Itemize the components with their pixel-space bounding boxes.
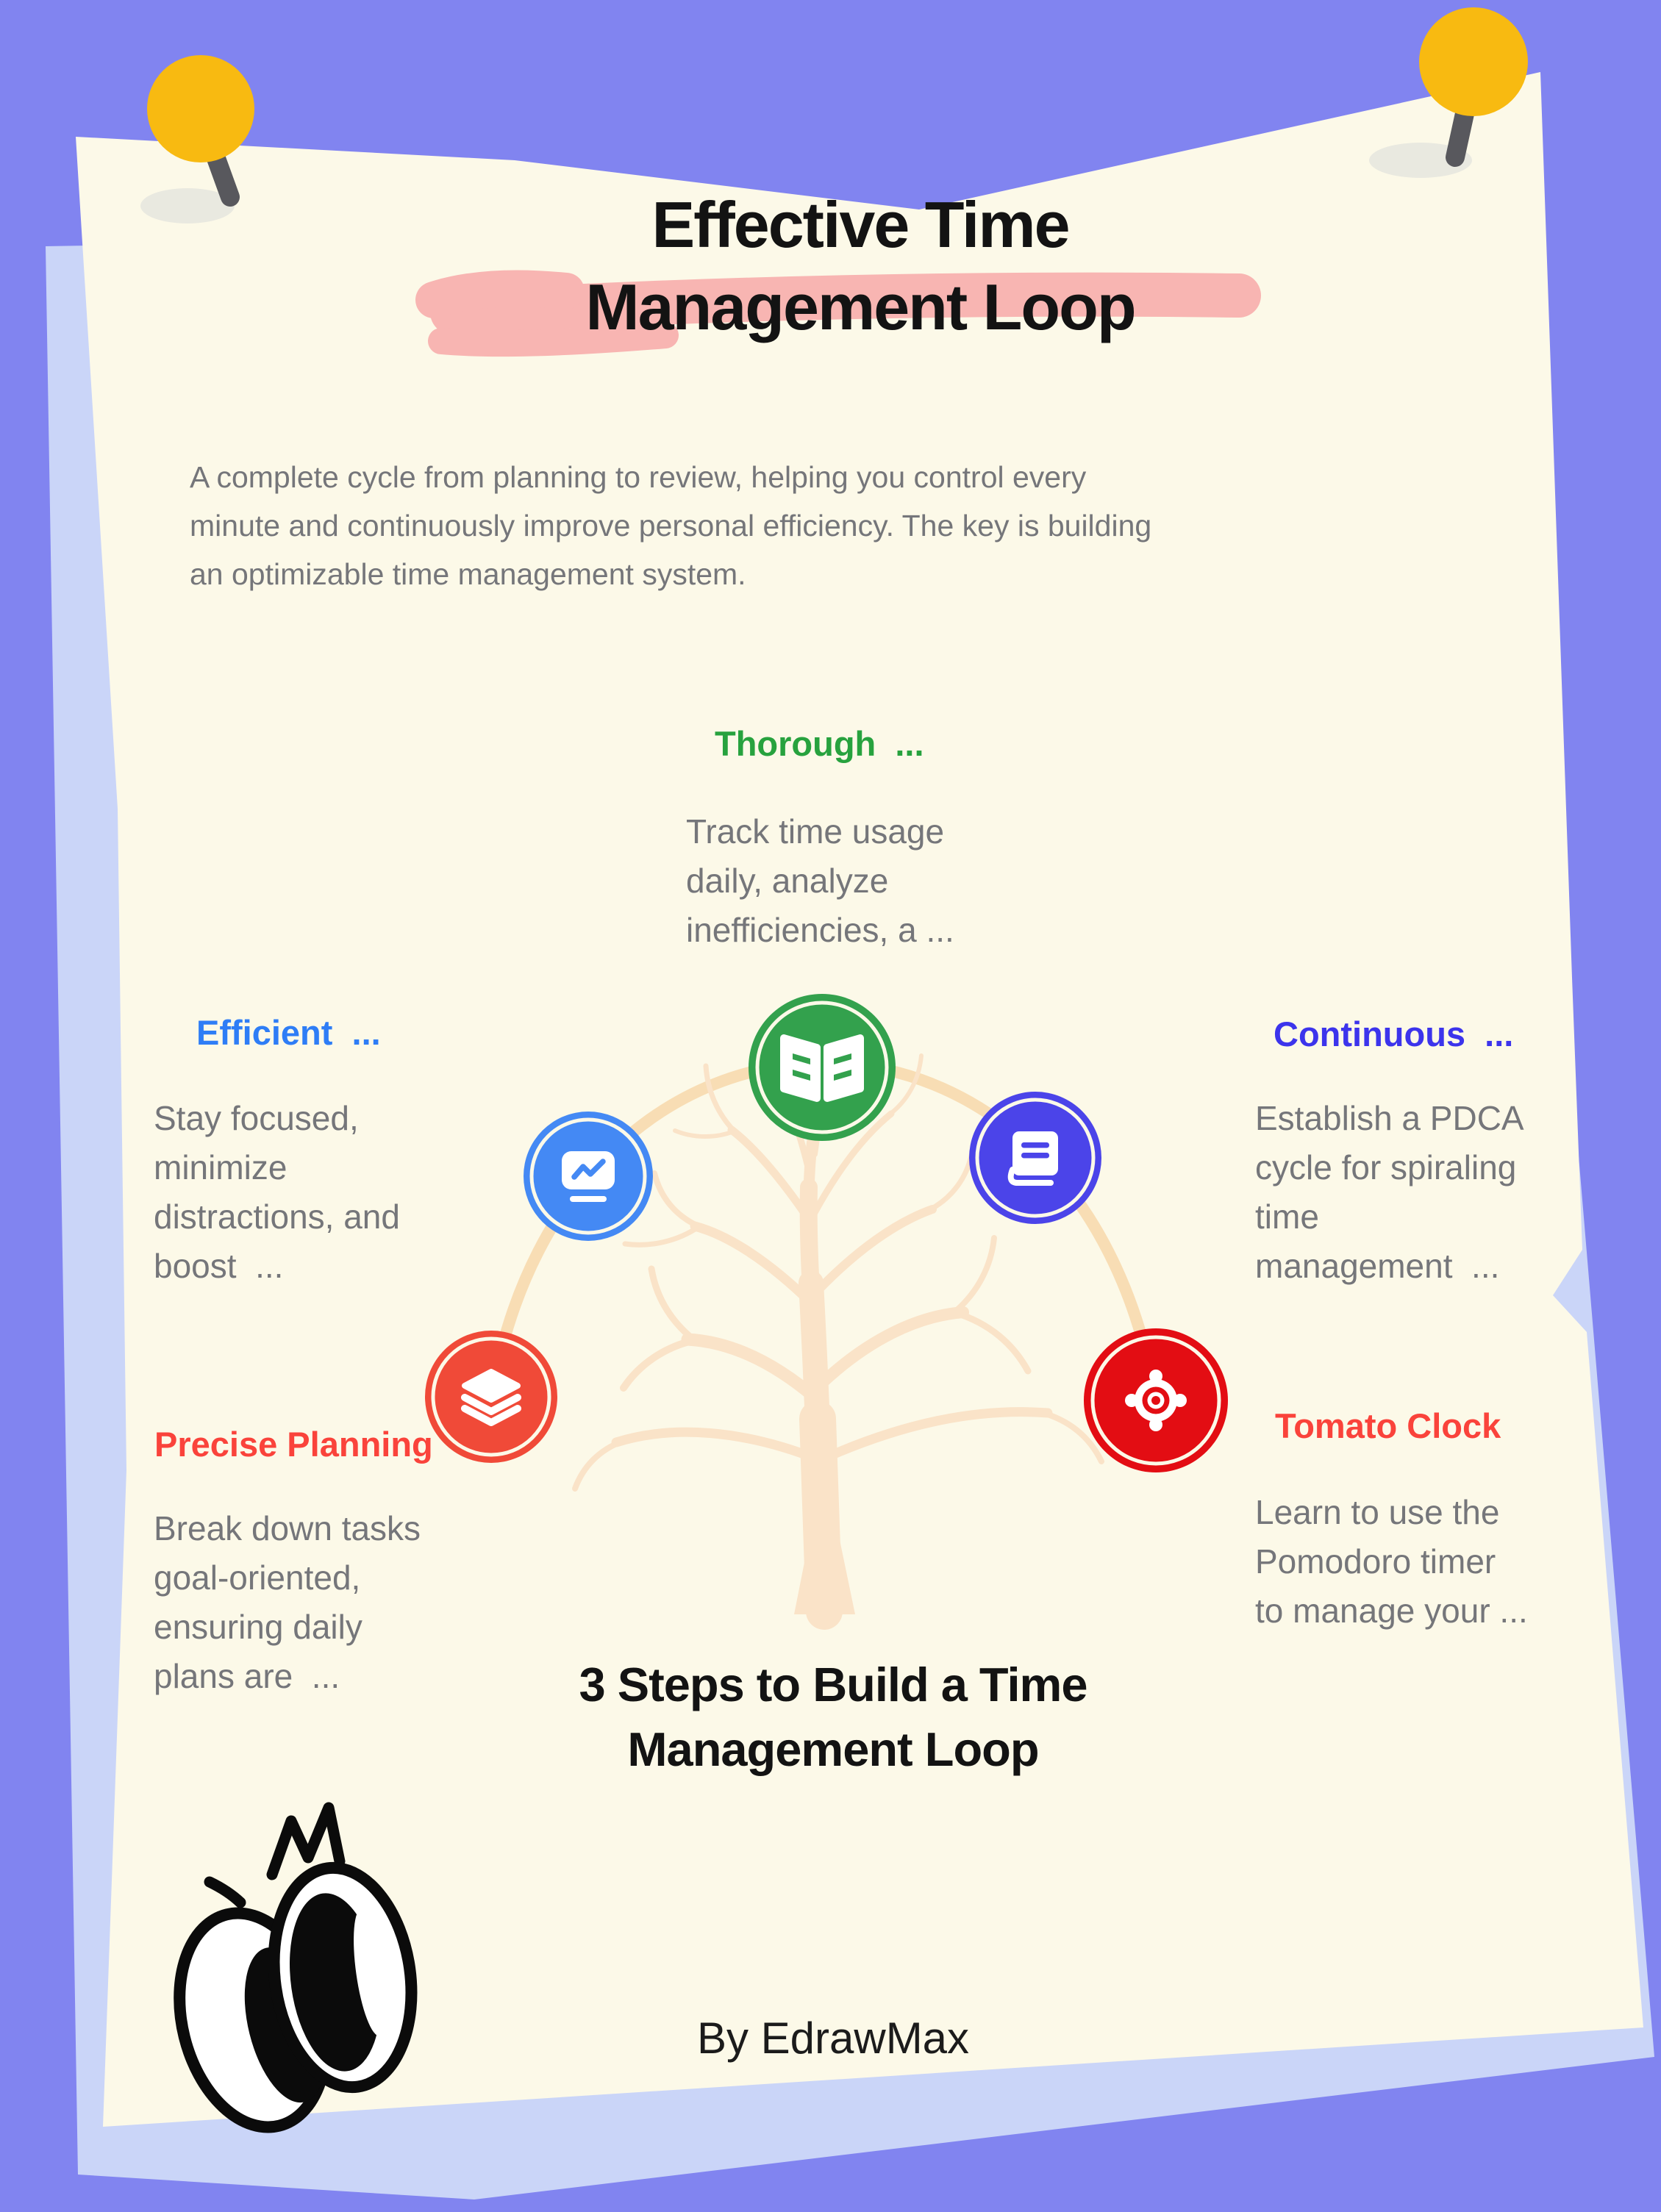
right-eye bbox=[268, 1861, 418, 2094]
node-description-efficient: Stay focused, minimize distractions, and… bbox=[154, 1099, 400, 1285]
node-ring bbox=[975, 1098, 1096, 1218]
eyebrow-dash bbox=[204, 1876, 246, 1908]
intro-paragraph: A complete cycle from planning to review… bbox=[190, 460, 1152, 591]
layers-icon bbox=[461, 1369, 521, 1426]
pin-head bbox=[1419, 7, 1528, 116]
node-ring bbox=[431, 1336, 551, 1457]
zigzag-eyebrow bbox=[266, 1802, 346, 1880]
node-ring bbox=[755, 1001, 889, 1134]
node-label-precise-planning: Precise Planning bbox=[154, 1425, 433, 1464]
node-circle-thorough bbox=[749, 994, 896, 1141]
node-disc bbox=[749, 994, 896, 1141]
target-icon bbox=[1125, 1370, 1187, 1431]
node-ring bbox=[1090, 1335, 1221, 1466]
pin-shadow bbox=[140, 188, 235, 223]
center-caption: 3 Steps to Build a Time Management Loop bbox=[579, 1658, 1088, 1776]
chart-board-icon bbox=[562, 1151, 615, 1202]
node-label-continuous: Continuous ... bbox=[1274, 1014, 1514, 1053]
pin-shadow bbox=[1369, 143, 1472, 178]
node-circle-efficient bbox=[524, 1112, 653, 1241]
node-ring bbox=[529, 1117, 647, 1235]
node-description-precise-planning: Break down tasks goal-oriented, ensuring… bbox=[154, 1509, 421, 1695]
pin-stem bbox=[1446, 101, 1475, 167]
pin-stem bbox=[205, 145, 240, 207]
pin-left bbox=[140, 55, 254, 223]
node-description-tomato-clock: Learn to use the Pomodoro timer to manag… bbox=[1255, 1493, 1528, 1630]
byline: By EdrawMax bbox=[696, 2014, 970, 2063]
node-label-tomato-clock: Tomato Clock bbox=[1275, 1406, 1501, 1445]
node-description-continuous: Establish a PDCA cycle for spiraling tim… bbox=[1255, 1099, 1524, 1285]
node-circle-precise-planning bbox=[425, 1331, 557, 1463]
pin-right bbox=[1369, 7, 1528, 178]
title-highlight bbox=[415, 270, 1261, 357]
page-title: Effective Time Management Loop bbox=[585, 188, 1136, 343]
node-label-efficient: Efficient ... bbox=[196, 1013, 381, 1052]
googly-eyes bbox=[174, 1802, 418, 2133]
node-label-thorough: Thorough ... bbox=[715, 724, 924, 763]
notebook-icon bbox=[1007, 1131, 1058, 1186]
node-circle-continuous bbox=[969, 1092, 1101, 1224]
node-description-thorough: Track time usage daily, analyze ineffici… bbox=[686, 812, 954, 949]
node-circle-tomato-clock bbox=[1084, 1328, 1228, 1472]
pin-head bbox=[147, 55, 254, 162]
open-book-icon bbox=[780, 1034, 864, 1102]
